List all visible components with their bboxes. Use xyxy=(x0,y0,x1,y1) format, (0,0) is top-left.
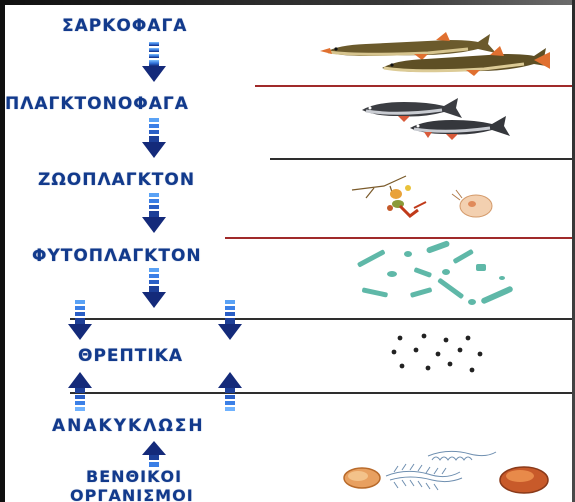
level-label-benthic-line1: ΒΕΝΘΙΚΟΙ xyxy=(86,467,182,486)
up-arrow xyxy=(140,440,168,468)
level-label-carnivores: ΣΑΡΚΟΦΑΓΑ xyxy=(62,16,187,36)
up-arrow xyxy=(66,370,94,414)
benthic-organisms-icon xyxy=(336,440,556,500)
pike-fish-icon xyxy=(318,18,550,78)
separator-line xyxy=(270,158,572,160)
separator-line xyxy=(255,85,572,87)
down-arrow xyxy=(140,118,168,162)
level-label-zooplankton: ΖΩΟΠΛΑΓΚΤΟΝ xyxy=(38,170,195,190)
small-fish-icon xyxy=(358,92,514,140)
level-label-planktivores: ΠΛΑΓΚΤΟΝΟΦΑΓΑ xyxy=(5,94,189,114)
frame-left xyxy=(0,0,5,502)
frame-top xyxy=(0,0,575,5)
separator-line xyxy=(70,318,572,320)
zooplankton-icon xyxy=(344,168,520,228)
level-label-recycling: ΑΝΑΚΥΚΛΩΣΗ xyxy=(52,416,205,436)
level-label-nutrients: ΘΡΕΠΤΙΚΑ xyxy=(78,346,183,366)
up-arrow xyxy=(216,370,244,414)
down-arrow xyxy=(140,268,168,312)
down-arrow xyxy=(140,42,168,86)
down-arrow xyxy=(140,193,168,237)
level-label-benthic-line2: ΟΡΓΑΝΙΣΜΟΙ xyxy=(70,486,194,502)
nutrient-dots-icon xyxy=(388,330,488,380)
down-arrow xyxy=(216,300,244,344)
phytoplankton-icon xyxy=(352,238,528,318)
down-arrow xyxy=(66,300,94,344)
separator-line xyxy=(70,392,572,394)
level-label-phytoplankton: ΦΥΤΟΠΛΑΓΚΤΟΝ xyxy=(32,246,202,266)
